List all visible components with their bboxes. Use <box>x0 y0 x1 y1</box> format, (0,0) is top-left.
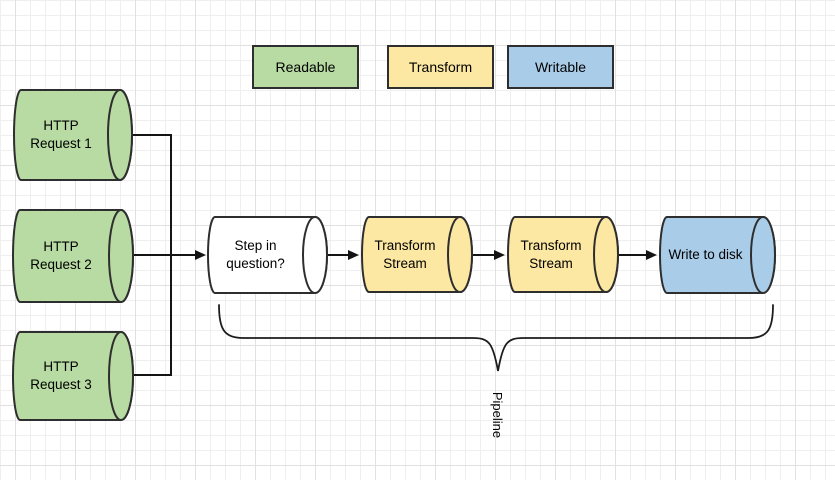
node-step-in-question <box>207 216 328 294</box>
legend-swatch-readable <box>252 45 359 89</box>
legend-swatch-transform <box>387 45 494 89</box>
pipeline-brace <box>218 304 774 372</box>
legend-swatch-writable <box>507 45 614 89</box>
arrowhead-icon <box>195 250 206 260</box>
cylinder-cap-ellipse <box>107 89 133 181</box>
arrow-transform2-to-write <box>618 250 657 260</box>
cylinder-cap-ellipse <box>750 216 776 294</box>
cylinder-cap-ellipse <box>302 216 328 294</box>
node-transform-stream-2 <box>507 216 619 293</box>
node-http-request-3 <box>12 331 134 421</box>
arrowhead-icon <box>348 250 359 260</box>
arrow-transform1-to-transform2 <box>472 250 505 260</box>
arrowhead-icon <box>646 250 657 260</box>
cylinder-cap-ellipse <box>593 216 619 293</box>
cylinder-cap-ellipse <box>108 209 134 303</box>
arrowhead-icon <box>494 250 505 260</box>
pipeline-annotation: Pipeline <box>490 391 505 439</box>
node-transform-stream-1 <box>361 216 473 293</box>
arrow-step-to-transform1 <box>327 250 359 260</box>
cylinder-cap-ellipse <box>447 216 473 293</box>
node-http-request-1 <box>13 89 133 181</box>
arrow-requests-to-step <box>133 250 206 260</box>
legend <box>252 45 614 89</box>
cylinder-cap-ellipse <box>108 331 134 421</box>
node-write-to-disk <box>659 216 776 294</box>
node-http-request-2 <box>12 209 134 303</box>
